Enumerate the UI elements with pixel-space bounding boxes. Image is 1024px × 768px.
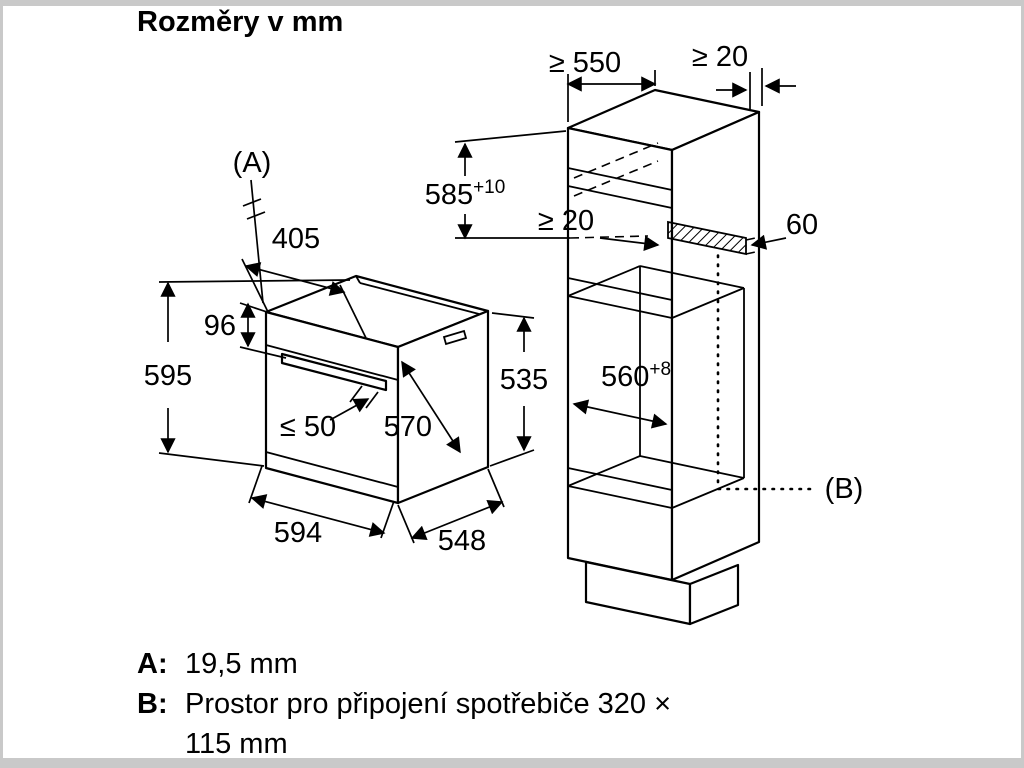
dim-label-20-mid: ≥ 20 <box>538 205 594 237</box>
frame-bottom <box>0 758 1024 768</box>
legend: A: 19,5 mm B: Prostor pro připojení spotře… <box>137 644 671 764</box>
frame-top <box>0 0 1024 6</box>
legend-value-b-line1: Prostor pro připojení spotřebiče 320 × <box>185 688 672 720</box>
side-grip <box>442 329 468 346</box>
oven-dimensions: (A) 405 96 595 ≤ 50 <box>144 147 548 557</box>
legend-row-b: B: Prostor pro připojení spotřebiče 320 ×… <box>137 684 671 764</box>
oven-drawing <box>264 274 490 505</box>
cabinet-dimensions: ≥ 550 ≥ 20 585+10 ≥ 20 60 56 <box>425 41 864 505</box>
oven-handle <box>280 352 388 392</box>
dim-label-548: 548 <box>438 525 486 557</box>
dim-label-585: 585+10 <box>425 177 506 211</box>
dim-label-535: 535 <box>500 364 548 396</box>
dim-label-570: 570 <box>384 411 432 443</box>
dim-label-560: 560+8 <box>601 359 671 393</box>
dim-label-60: 60 <box>786 209 818 241</box>
frame-right <box>1021 0 1024 768</box>
label-b: (B) <box>825 473 864 505</box>
dim-label-550: ≥ 550 <box>549 47 621 79</box>
dim-label-20-top: ≥ 20 <box>692 41 748 73</box>
cabinet-drawing <box>566 88 761 626</box>
dim-label-595: 595 <box>144 360 192 392</box>
legend-row-a: A: 19,5 mm <box>137 644 671 684</box>
dim-label-594: 594 <box>274 517 322 549</box>
legend-value-b-line2: 115 mm <box>185 728 288 760</box>
dim-label-50: ≤ 50 <box>280 411 336 443</box>
frame-left <box>0 0 3 768</box>
legend-key-a: A: <box>137 648 168 680</box>
page-title: Rozměry v mm <box>137 6 344 38</box>
legend-value-a: 19,5 mm <box>185 648 298 680</box>
label-a: (A) <box>233 147 272 179</box>
legend-value-b: Prostor pro připojení spotřebiče 320 × 11… <box>185 684 671 764</box>
dim-label-96: 96 <box>204 310 236 342</box>
legend-key-b: B: <box>137 688 168 720</box>
dim-label-405: 405 <box>272 223 320 255</box>
